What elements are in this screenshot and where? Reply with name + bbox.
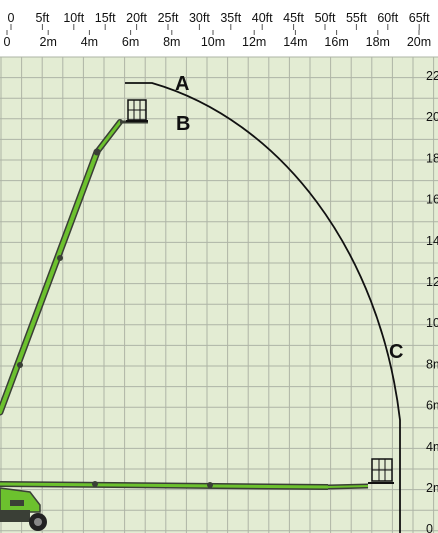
platform-basket-horizontal [368, 458, 394, 484]
boom-horizontal [0, 481, 369, 490]
feet-tick-label: 15ft [95, 11, 116, 25]
height-tick-label: 2m [426, 481, 438, 495]
height-tick-label: 0 [426, 522, 433, 533]
scale-header [0, 0, 438, 57]
height-tick-label: 22 [426, 69, 438, 83]
point-label-a: A [175, 73, 189, 95]
wheel [29, 513, 47, 531]
height-scale: 22 20 18 16 14 12 10 8m 6m 4m 2m 0 [426, 69, 438, 533]
height-tick-label: 6m [426, 399, 438, 413]
point-label-b: B [176, 113, 190, 135]
boom-raised [0, 119, 148, 416]
height-tick-label: 4m [426, 440, 438, 454]
height-tick-label: 8m [426, 357, 438, 371]
feet-tick-label: 0 [8, 11, 15, 25]
reach-envelope-curve [125, 82, 401, 533]
feet-tick-label: 55ft [346, 11, 367, 25]
feet-tick-label: 40ft [252, 11, 273, 25]
meter-tick-label: 12m [242, 35, 266, 49]
meter-tick-label: 0 [4, 35, 11, 49]
height-tick-label: 12 [426, 275, 438, 289]
meter-tick-label: 6m [122, 35, 139, 49]
meter-tick-label: 14m [283, 35, 307, 49]
feet-tick-label: 50ft [315, 11, 336, 25]
meter-tick-label: 18m [366, 35, 390, 49]
feet-tick-label: 25ft [158, 11, 179, 25]
height-tick-label: 16 [426, 193, 438, 207]
feet-scale: 0 5ft 10ft 15ft 20ft 25ft 30ft 35ft 40ft 45ft 50ft… [8, 11, 430, 30]
point-label-c: C [389, 341, 403, 363]
feet-tick-label: 5ft [35, 11, 49, 25]
feet-tick-label: 65ft [409, 11, 430, 25]
machine-chassis [0, 487, 41, 522]
platform-basket-raised [126, 99, 148, 122]
height-tick-label: 14 [426, 234, 438, 248]
grid-lines [0, 56, 438, 533]
meter-tick-label: 10m [201, 35, 225, 49]
meter-scale: 0 2m 4m 6m 8m 10m 12m 14m 16m 18m 20m [4, 30, 431, 49]
meter-tick-label: 4m [81, 35, 98, 49]
grid-background [0, 57, 438, 533]
height-tick-label: 18 [426, 151, 438, 165]
feet-tick-label: 20ft [126, 11, 147, 25]
feet-tick-label: 60ft [377, 11, 398, 25]
meter-tick-label: 8m [163, 35, 180, 49]
height-tick-label: 20 [426, 110, 438, 124]
height-tick-label: 10 [426, 316, 438, 330]
meter-tick-label: 2m [40, 35, 57, 49]
meter-tick-label: 16m [324, 35, 348, 49]
feet-tick-label: 45ft [283, 11, 304, 25]
feet-tick-label: 35ft [220, 11, 241, 25]
feet-tick-label: 10ft [63, 11, 84, 25]
feet-tick-label: 30ft [189, 11, 210, 25]
meter-tick-label: 20m [407, 35, 431, 49]
